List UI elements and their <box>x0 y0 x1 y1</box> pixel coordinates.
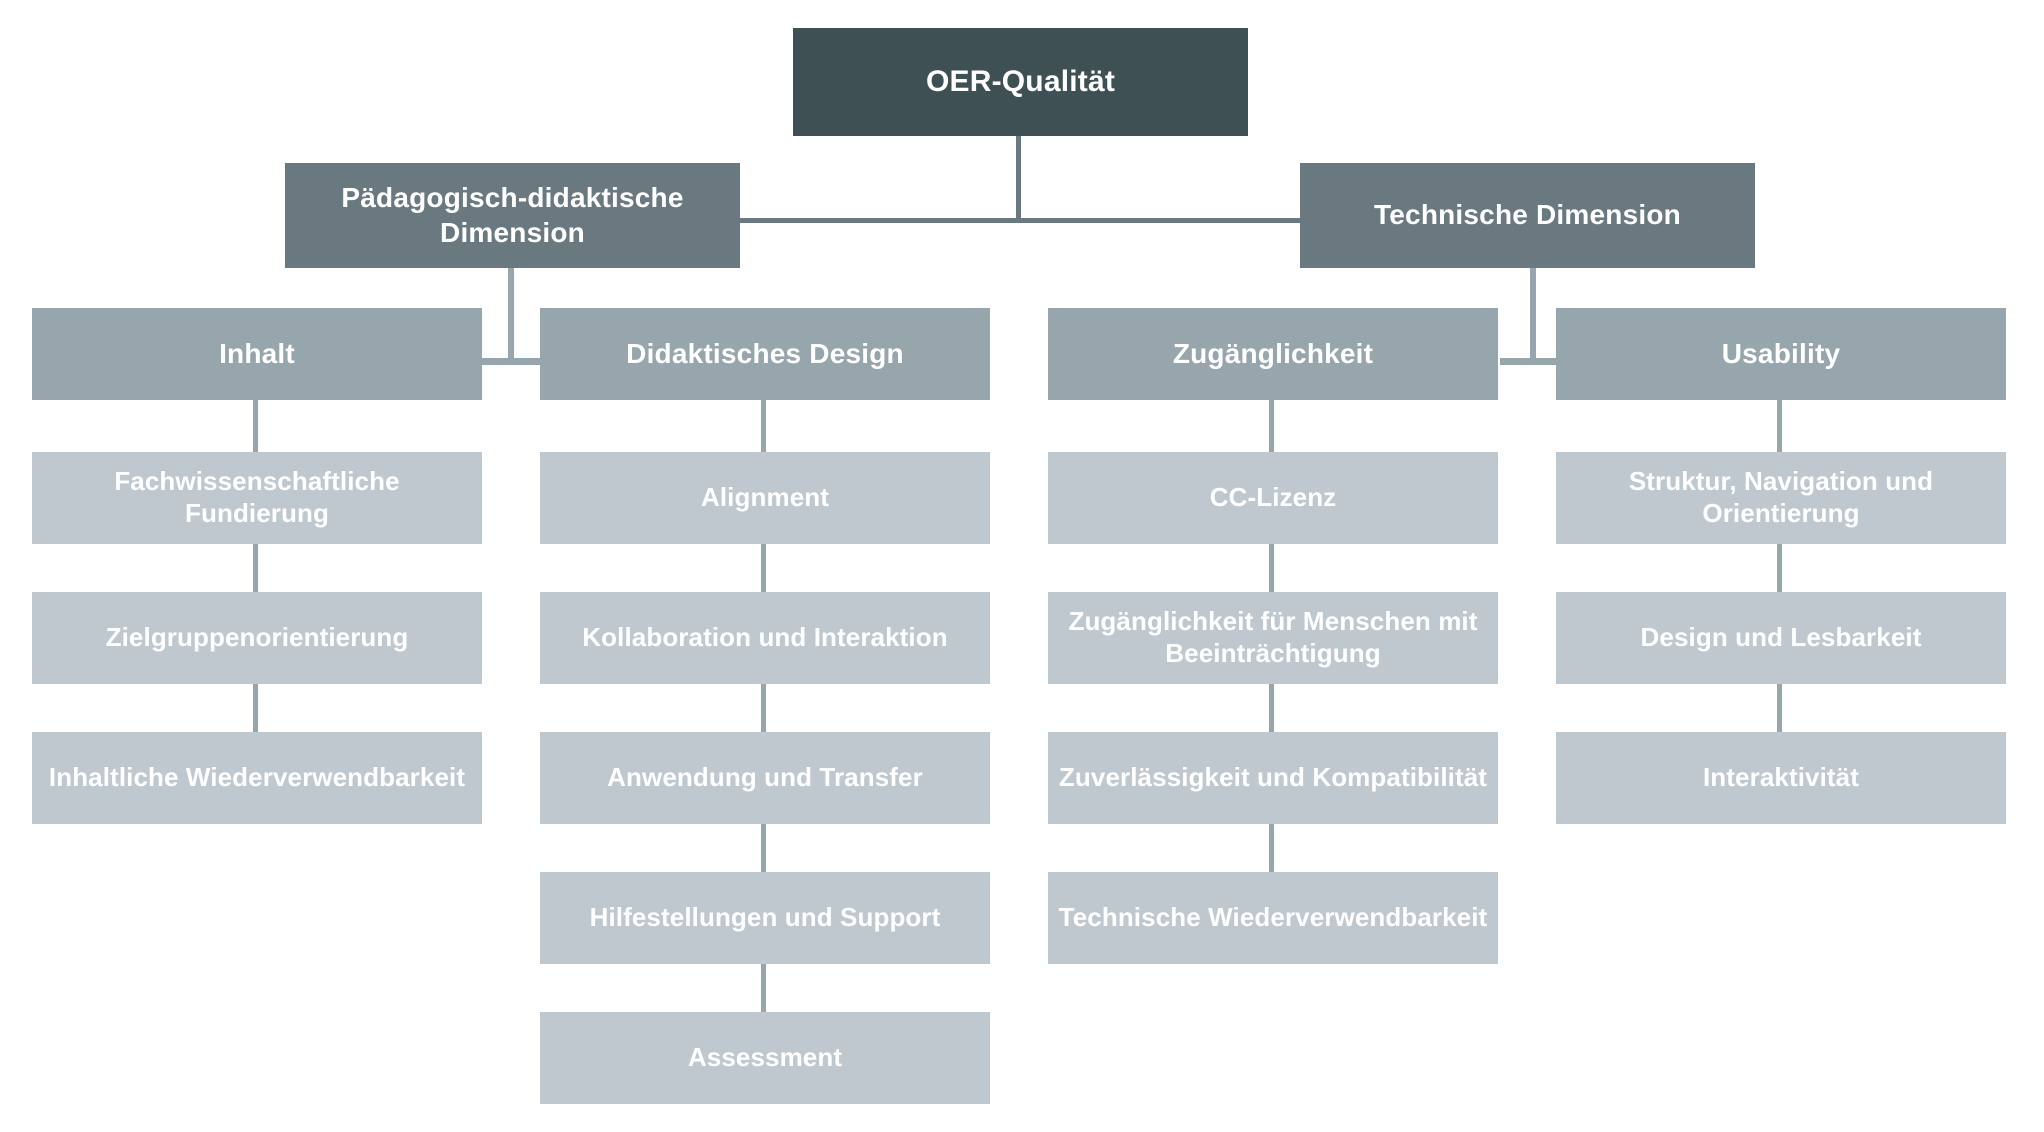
leaf-label: Design und Lesbarkeit <box>1640 622 1922 653</box>
leaf-label: Inhaltliche Wiederverwendbarkeit <box>48 762 466 793</box>
node-label: Technische Dimension <box>1374 199 1681 231</box>
leaf-zugaenglichkeit-fuer-menschen-mit-beeintraechtigung[interactable]: Zugänglichkeit für Menschen mit Beeinträ… <box>1048 592 1498 684</box>
connector-technical-children-bar <box>1500 358 1560 365</box>
connector-root-stem <box>1016 136 1021 221</box>
node-oer-qualitaet[interactable]: OER-Qualität <box>793 28 1248 136</box>
connector-pedagogical-stem <box>508 268 514 363</box>
node-paedagogisch-didaktische-dimension[interactable]: Pädagogisch-didaktische Dimension <box>285 163 740 268</box>
leaf-hilfestellungen-und-support[interactable]: Hilfestellungen und Support <box>540 872 990 964</box>
leaf-label: Fachwissenschaftliche Fundierung <box>114 466 400 528</box>
leaf-label: Zielgruppenorientierung <box>105 622 409 653</box>
node-usability[interactable]: Usability <box>1556 308 2006 400</box>
node-didaktisches-design[interactable]: Didaktisches Design <box>540 308 990 400</box>
leaf-label: Interaktivität <box>1702 762 1859 793</box>
leaf-label: CC-Lizenz <box>1209 482 1337 513</box>
leaf-label: Zuverlässigkeit und Kompatibilität <box>1058 762 1488 793</box>
node-label: Didaktisches Design <box>626 337 904 369</box>
node-technische-dimension[interactable]: Technische Dimension <box>1300 163 1755 268</box>
leaf-label: Anwendung und Transfer <box>607 762 923 793</box>
connector-dimensions-bar <box>740 218 1300 223</box>
leaf-zuverlaessigkeit-und-kompatibilitaet[interactable]: Zuverlässigkeit und Kompatibilität <box>1048 732 1498 824</box>
connector-pedagogical-children-bar <box>480 358 540 365</box>
leaf-label: Technische Wiederverwendbarkeit <box>1058 902 1488 933</box>
leaf-interaktivitaet[interactable]: Interaktivität <box>1556 732 2006 824</box>
node-label: Zugänglichkeit <box>1172 337 1374 369</box>
leaf-design-und-lesbarkeit[interactable]: Design und Lesbarkeit <box>1556 592 2006 684</box>
connector-technical-stem <box>1530 268 1536 363</box>
leaf-label: Hilfestellungen und Support <box>589 902 941 933</box>
leaf-fachwissenschaftliche-fundierung[interactable]: Fachwissenschaftliche Fundierung <box>32 452 482 544</box>
leaf-kollaboration-und-interaktion[interactable]: Kollaboration und Interaktion <box>540 592 990 684</box>
node-zugaenglichkeit[interactable]: Zugänglichkeit <box>1048 308 1498 400</box>
leaf-label: Assessment <box>687 1042 843 1073</box>
leaf-zielgruppenorientierung[interactable]: Zielgruppenorientierung <box>32 592 482 684</box>
leaf-cc-lizenz[interactable]: CC-Lizenz <box>1048 452 1498 544</box>
leaf-alignment[interactable]: Alignment <box>540 452 990 544</box>
leaf-label: Kollaboration und Interaktion <box>582 622 948 653</box>
leaf-technische-wiederverwendbarkeit[interactable]: Technische Wiederverwendbarkeit <box>1048 872 1498 964</box>
node-inhalt[interactable]: Inhalt <box>32 308 482 400</box>
leaf-label: Struktur, Navigation und Orientierung <box>1628 466 1934 528</box>
leaf-struktur-navigation-und-orientierung[interactable]: Struktur, Navigation und Orientierung <box>1556 452 2006 544</box>
node-label: Inhalt <box>219 337 295 369</box>
leaf-label: Alignment <box>700 482 829 513</box>
leaf-inhaltliche-wiederverwendbarkeit[interactable]: Inhaltliche Wiederverwendbarkeit <box>32 732 482 824</box>
node-label: Usability <box>1721 337 1841 369</box>
leaf-label: Zugänglichkeit für Menschen mit Beeinträ… <box>1068 606 1478 668</box>
leaf-anwendung-und-transfer[interactable]: Anwendung und Transfer <box>540 732 990 824</box>
leaf-assessment[interactable]: Assessment <box>540 1012 990 1104</box>
node-label: OER-Qualität <box>925 64 1116 98</box>
node-label: Pädagogisch-didaktische Dimension <box>341 182 684 248</box>
